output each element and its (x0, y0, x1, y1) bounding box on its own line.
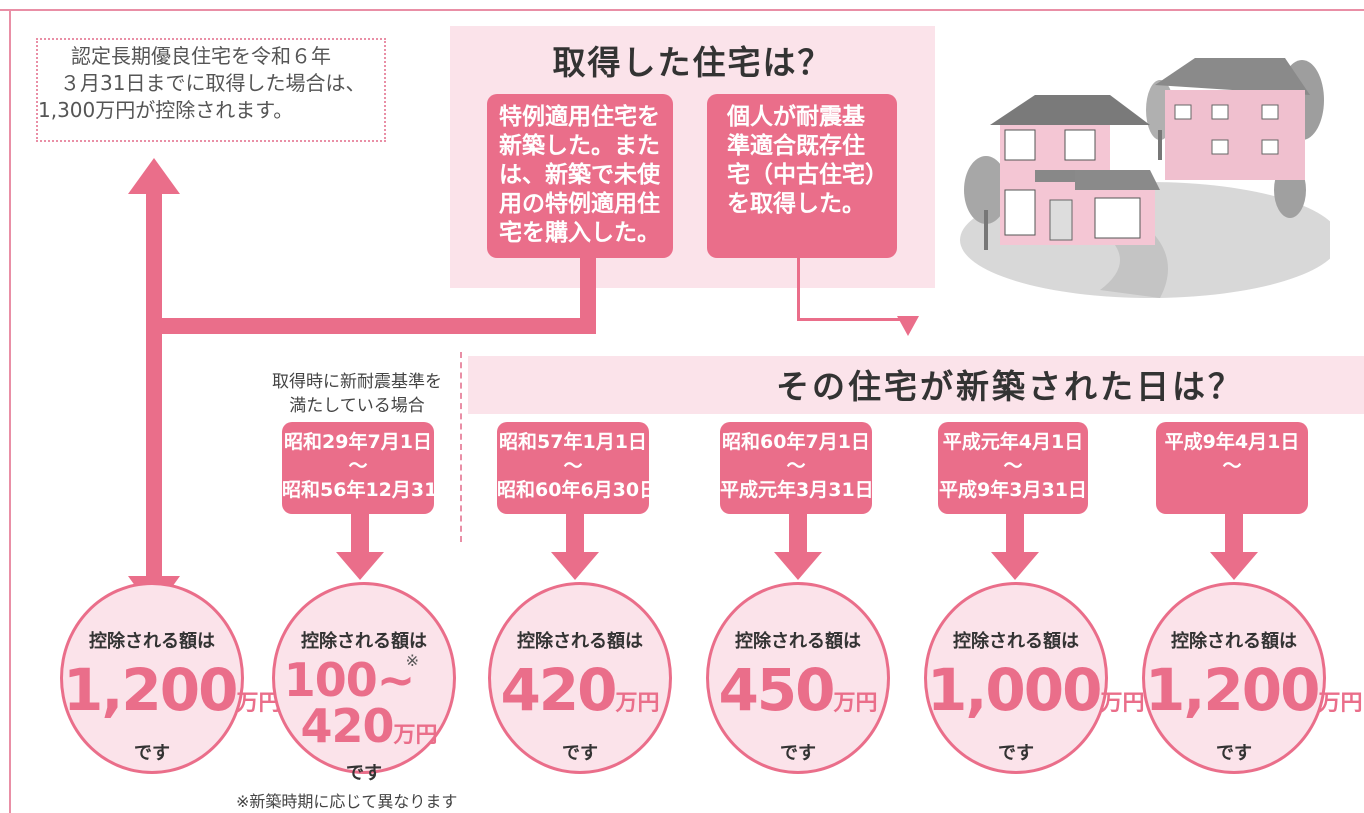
period-tilde: 〜 (563, 455, 583, 477)
deduction-amount: 1,200万円 (63, 656, 280, 735)
dashed-divider (460, 352, 462, 542)
period-from: 昭和60年7月1日 (722, 431, 870, 453)
deduction-label: 控除される額は (89, 631, 215, 652)
footnote-mark: ※ (405, 651, 419, 670)
period-tilde: 〜 (1003, 455, 1023, 477)
amount-value: 450 (718, 656, 835, 724)
option-b-connector-h (797, 318, 907, 321)
amount-range-to: 420万円 (275, 703, 453, 759)
period-box-4: 平成元年4月1日 〜 平成9年3月31日 (938, 422, 1088, 514)
option-a-line: 用の特例適用住 (499, 191, 660, 217)
deduction-label: 控除される額は (517, 631, 643, 652)
deduction-label: 控除される額は (953, 631, 1079, 652)
amount-unit: 万円 (1100, 691, 1145, 716)
amount-value: 1,200 (63, 656, 238, 724)
desu-text: です (998, 743, 1034, 764)
arrow-down-icon (551, 552, 599, 580)
deduction-circle-range: 控除される額は ※ 100~ 420万円 です (272, 582, 456, 784)
period-to: 昭和60年6月30日 (497, 479, 659, 501)
amount-range-from: 100~ (283, 653, 416, 707)
amount-unit: 万円 (833, 691, 878, 716)
horizontal-connector (146, 318, 596, 334)
note-line-3: 1,300万円が控除されます。 (38, 98, 294, 122)
option-b-connector (797, 258, 800, 320)
desu-text: です (346, 763, 382, 784)
deduction-amount: 450万円 (709, 659, 887, 735)
amount-value: 1,200 (1145, 656, 1320, 724)
note-line-2: ３月31日までに取得した場合は、 (60, 71, 366, 95)
note-line-1: 認定長期優良住宅を令和６年 (71, 44, 331, 68)
arrow-up-icon (128, 158, 180, 194)
deduction-amount: 1,200万円 (1145, 656, 1362, 735)
deduction-amount: 1,000万円 (927, 656, 1144, 735)
amount-unit: 万円 (1318, 691, 1363, 716)
arrow-down-icon (1210, 552, 1258, 580)
option-b-line: を取得した。 (727, 191, 865, 217)
option-a-line: 特例適用住宅を (499, 104, 660, 130)
amount-unit: 万円 (393, 723, 438, 748)
desu-text: です (780, 743, 816, 764)
amount-unit: 万円 (615, 691, 660, 716)
option-a-line: 新築した。また (499, 133, 660, 159)
amount-value: 1,000 (927, 656, 1102, 724)
deduction-label: 控除される額は (735, 631, 861, 652)
arrow-down-icon (991, 552, 1039, 580)
period-to: 昭和56年12月31日 (282, 479, 457, 501)
desu-text: です (562, 743, 598, 764)
arrow-shaft (1225, 514, 1243, 554)
option-a-line: 宅を購入した。 (499, 220, 660, 246)
deduction-label: 控除される額は (1171, 631, 1297, 652)
period-box-1: 昭和29年7月1日 〜 昭和56年12月31日 (282, 422, 457, 514)
option-a-connector (580, 258, 596, 334)
period-from: 昭和29年7月1日 (284, 431, 432, 453)
built-date-title: その住宅が新築された日は？ (776, 367, 1244, 406)
earthquake-note-line: 取得時に新耐震基準を (272, 372, 442, 392)
arrow-shaft (351, 514, 369, 554)
acquired-house-title: 取得した住宅は？ (552, 43, 833, 82)
built-date-panel (468, 356, 1364, 414)
deduction-circle-3: 控除される額は 450万円 です (706, 582, 890, 774)
period-tilde: 〜 (786, 455, 806, 477)
deduction-circle-4: 控除される額は 1,000万円 です (924, 582, 1144, 774)
period-box-2: 昭和57年1月1日 〜 昭和60年6月30日 (497, 422, 659, 514)
deduction-circle-2: 控除される額は 420万円 です (488, 582, 672, 774)
option-b-line: 個人が耐震基 (727, 104, 865, 130)
earthquake-note-line: 満たしている場合 (289, 396, 425, 416)
desu-text: です (134, 743, 170, 764)
period-box-5: 平成9年4月1日 〜 (1156, 422, 1308, 514)
arrow-down-icon (774, 552, 822, 580)
period-box-3: 昭和60年7月1日 〜 平成元年3月31日 (720, 422, 874, 514)
period-from: 平成元年4月1日 (942, 431, 1084, 453)
period-to: 平成9年3月31日 (939, 479, 1087, 501)
period-from: 平成9年4月1日 (1164, 431, 1300, 453)
option-new-build-box: 特例適用住宅を 新築した。また は、新築で未使 用の特例適用住 宅を購入した。 (487, 94, 673, 258)
arrow-shaft (566, 514, 584, 554)
small-arrow-down-icon (897, 316, 919, 336)
period-tilde: 〜 (1222, 455, 1242, 477)
left-vertical-arrow-shaft (146, 190, 162, 578)
amount-value: 420 (300, 699, 394, 753)
long-term-housing-note: 認定長期優良住宅を令和６年 ３月31日までに取得した場合は、 1,300万円が控… (36, 38, 386, 142)
deduction-circle-5: 控除される額は 1,200万円 です (1142, 582, 1362, 774)
option-b-line: 宅（中古住宅） (727, 162, 888, 188)
option-a-line: は、新築で未使 (499, 162, 660, 188)
period-to: 平成元年3月31日 (720, 479, 874, 501)
earthquake-standard-note: 取得時に新耐震基準を 満たしている場合 (262, 370, 452, 418)
arrow-shaft (1006, 514, 1024, 554)
period-tilde: 〜 (348, 455, 368, 477)
house-illustration (960, 58, 1330, 298)
amount-value: 420 (500, 656, 617, 724)
desu-text: です (1216, 743, 1252, 764)
arrow-down-icon (336, 552, 384, 580)
deduction-circle-1: 控除される額は 1,200万円 です (60, 582, 280, 774)
frame-left-line (9, 11, 11, 813)
option-used-house-box: 個人が耐震基 準適合既存住 宅（中古住宅） を取得した。 (707, 94, 897, 258)
period-from: 昭和57年1月1日 (499, 431, 647, 453)
deduction-amount: 420万円 (491, 659, 669, 735)
deduction-label: 控除される額は (301, 631, 427, 652)
option-b-line: 準適合既存住 (727, 133, 865, 159)
footnote: ※新築時期に応じて異なります (236, 792, 458, 811)
arrow-shaft (789, 514, 807, 554)
frame-top-line (0, 9, 1364, 11)
